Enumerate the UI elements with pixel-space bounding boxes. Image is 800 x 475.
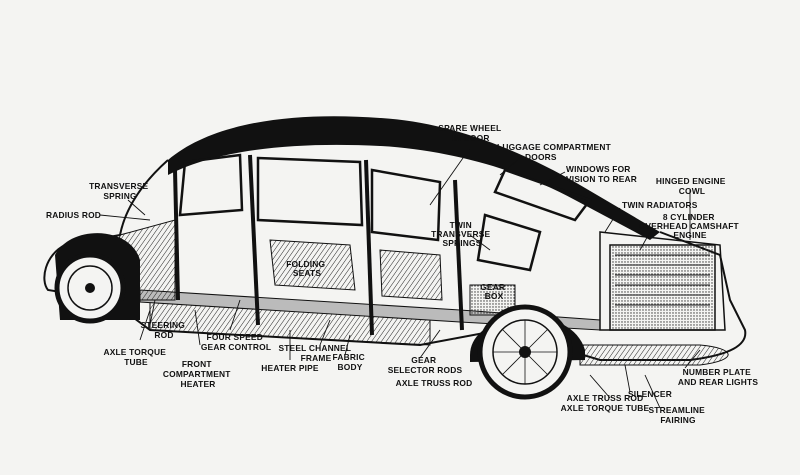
engine-cowl <box>599 231 726 331</box>
label-axle-torque-front: AXLE TORQUE TUBE <box>103 347 168 367</box>
callout-labels: SPARE WHEEL IN DOOR LUGGAGE COMPARTMENT … <box>46 123 758 425</box>
leader-lines <box>99 147 701 409</box>
label-axle-truss-rear: AXLE TRUSS ROD <box>567 393 644 403</box>
label-folding-seats: FOLDING SEATS <box>286 259 328 278</box>
label-spare-wheel: SPARE WHEEL IN DOOR <box>438 123 503 143</box>
label-four-speed: FOUR SPEED GEAR CONTROL <box>201 332 271 352</box>
label-windows-rear: WINDOWS FOR VISION TO REAR <box>566 164 637 184</box>
label-fabric-body: FABRIC BODY <box>333 352 368 372</box>
pillars <box>173 154 464 336</box>
window-frames <box>178 153 593 272</box>
rear-seats <box>379 249 443 301</box>
rear-wheel <box>470 304 585 400</box>
label-twin-springs: TWIN TRANSVERSE SPRINGS <box>431 220 493 248</box>
label-streamline-fairing: STREAMLINE FAIRING <box>649 405 708 425</box>
label-steering-rod: STEERING ROD <box>141 320 188 340</box>
label-gear-box: GEAR BOX <box>480 282 508 301</box>
label-axle-truss-front: AXLE TRUSS ROD <box>396 378 473 388</box>
front-wheel <box>54 233 140 324</box>
label-heater-pipe: HEATER PIPE <box>261 363 319 373</box>
label-transverse-spring: TRANSVERSE SPRING <box>89 181 151 201</box>
label-twin-radiators: TWIN RADIATORS <box>622 200 698 210</box>
label-number-plate: NUMBER PLATE AND REAR LIGHTS <box>678 367 758 387</box>
label-axle-torque-rear: AXLE TORQUE TUBE <box>561 403 650 413</box>
streamline-fairing <box>579 344 729 366</box>
label-engine: 8 CYLINDER OVERHEAD CAMSHAFT ENGINE <box>639 212 742 240</box>
engine-fins <box>615 254 710 306</box>
label-gear-selector: GEAR SELECTOR RODS <box>388 355 463 375</box>
label-luggage-doors: LUGGAGE COMPARTMENT DOORS <box>497 142 613 162</box>
label-steel-channel: STEEL CHANNEL FRAME <box>278 343 353 363</box>
label-front-heater: FRONT COMPARTMENT HEATER <box>163 359 233 389</box>
body-outline <box>43 159 747 361</box>
roof <box>168 116 660 240</box>
engine-block <box>609 244 716 331</box>
label-hinged-cowl: HINGED ENGINE COWL <box>656 176 728 196</box>
label-silencer: SILENCER <box>628 389 672 399</box>
folding-seats <box>269 239 356 291</box>
label-radius-rod: RADIUS ROD <box>46 210 101 220</box>
